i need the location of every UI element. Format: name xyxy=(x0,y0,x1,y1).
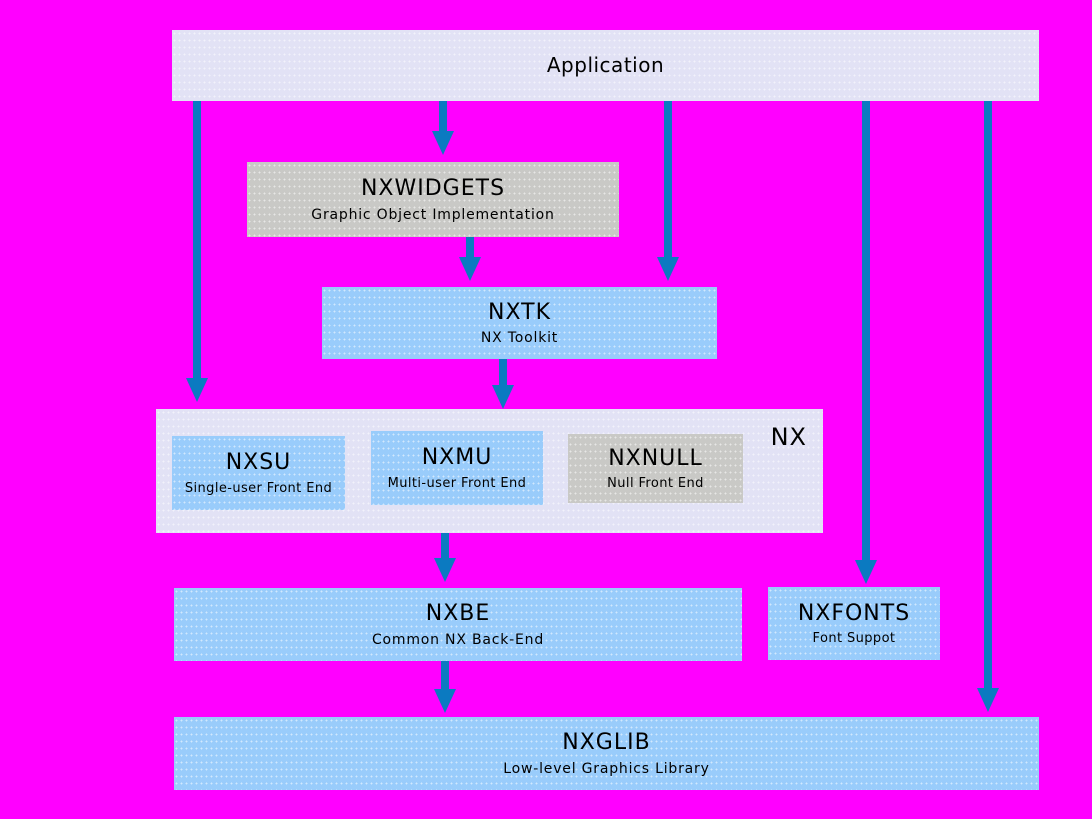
nxfonts-box-title: NXFONTS xyxy=(797,600,911,626)
arrow-application-to-nxglib xyxy=(977,101,999,712)
arrow-shaft xyxy=(862,101,870,560)
arrow-application-to-nxfonts xyxy=(855,101,877,584)
nxnull-box-title: NXNULL xyxy=(608,445,703,471)
nxtk-box: NXTK NX Toolkit xyxy=(322,287,717,359)
arrow-nx-to-nxbe xyxy=(434,533,456,582)
nxtk-box-title: NXTK xyxy=(487,299,551,325)
nxwidgets-box-subtitle: Graphic Object Implementation xyxy=(311,206,555,223)
arrow-shaft xyxy=(439,101,447,131)
nxnull-box-subtitle: Null Front End xyxy=(607,476,704,492)
arrow-shaft xyxy=(193,101,201,378)
nxsu-box-title: NXSU xyxy=(225,450,292,476)
nxfonts-box: NXFONTS Font Suppot xyxy=(768,587,940,660)
arrow-head-icon xyxy=(977,688,999,712)
nxfonts-box-subtitle: Font Suppot xyxy=(812,631,896,647)
application-box-title: Application xyxy=(546,53,665,77)
nxsu-box: NXSU Single-user Front End xyxy=(172,436,345,510)
arrow-shaft xyxy=(466,237,474,257)
nxtk-box-subtitle: NX Toolkit xyxy=(480,330,559,347)
arrow-head-icon xyxy=(459,257,481,281)
arrow-head-icon xyxy=(434,689,456,713)
arrow-application-to-nxwidgets xyxy=(432,101,454,155)
nxglib-box: NXGLIB Low-level Graphics Library xyxy=(174,717,1039,790)
nxglib-box-subtitle: Low-level Graphics Library xyxy=(503,760,710,777)
arrow-head-icon xyxy=(434,558,456,582)
arrow-application-to-nxtk xyxy=(657,101,679,281)
arrow-application-to-nx xyxy=(186,101,208,402)
arrow-shaft xyxy=(984,101,992,688)
arrow-shaft xyxy=(441,661,449,689)
nxbe-box: NXBE Common NX Back-End xyxy=(174,588,742,661)
nxmu-box: NXMU Multi-user Front End xyxy=(371,431,543,505)
arrow-nxwidgets-to-nxtk xyxy=(459,237,481,281)
nxbe-box-title: NXBE xyxy=(425,601,491,627)
arrow-nxbe-to-nxglib xyxy=(434,661,456,713)
nxmu-box-title: NXMU xyxy=(421,445,493,471)
arrow-shaft xyxy=(441,533,449,558)
arrow-shaft xyxy=(499,359,507,385)
application-box: Application xyxy=(172,30,1039,101)
nxglib-box-title: NXGLIB xyxy=(562,730,651,756)
arrow-head-icon xyxy=(186,378,208,402)
nx-group-label: NX xyxy=(770,423,807,451)
nxbe-box-subtitle: Common NX Back-End xyxy=(371,631,545,648)
nxmu-box-subtitle: Multi-user Front End xyxy=(387,475,527,491)
nxsu-box-subtitle: Single-user Front End xyxy=(184,480,333,496)
nxnull-box: NXNULL Null Front End xyxy=(568,434,743,503)
nxwidgets-box-title: NXWIDGETS xyxy=(360,176,506,202)
arrow-shaft xyxy=(664,101,672,257)
nxwidgets-box: NXWIDGETS Graphic Object Implementation xyxy=(247,162,619,237)
arrow-nxtk-to-nx xyxy=(492,359,514,409)
arrow-head-icon xyxy=(855,560,877,584)
arrow-head-icon xyxy=(432,131,454,155)
arrow-head-icon xyxy=(657,257,679,281)
arrow-head-icon xyxy=(492,385,514,409)
